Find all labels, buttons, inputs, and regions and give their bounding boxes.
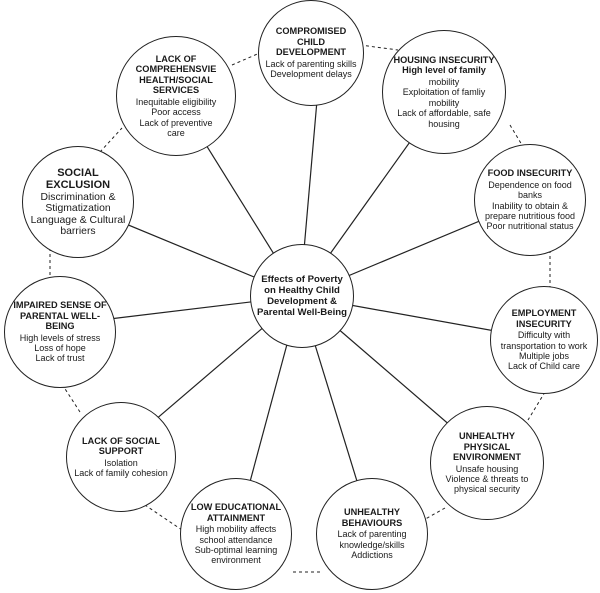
node-housing-title: HOUSING INSECURITY High level of family — [393, 54, 495, 76]
node-services-line: care — [167, 127, 185, 138]
node-exclusion-line: Discrimination & — [40, 191, 116, 203]
node-employment-line: Lack of Child care — [507, 361, 581, 372]
node-exclusion-line: Language & Cultural — [30, 214, 126, 226]
ring-environment-behaviours — [419, 507, 446, 523]
ring-support-parental — [57, 377, 81, 413]
node-food-line: banks — [517, 190, 543, 201]
node-education-line: High mobility affects — [195, 524, 277, 535]
node-environment-line: Violence & threats to — [445, 474, 529, 485]
node-food-line: Inability to obtain & — [491, 200, 569, 211]
ring-compromised-housing — [359, 44, 399, 51]
node-behaviours-line: knowledge/skills — [339, 539, 405, 550]
node-employment-title: EMPLOYMENT INSECURITY — [511, 308, 577, 329]
node-housing-line: Exploitation of famliy — [402, 87, 486, 98]
ring-exclusion-services — [99, 127, 123, 153]
node-food: FOOD INSECURITY Dependence on food banks… — [474, 144, 586, 256]
node-behaviours-line: Lack of parenting — [337, 529, 407, 540]
node-parental-line: Loss of hope — [34, 343, 86, 354]
node-compromised-line: Lack of parenting skills — [265, 58, 357, 69]
node-food-line: Dependence on food — [488, 179, 572, 190]
node-environment-title: UNHEALTHY PHYSICAL ENVIRONMENT — [453, 431, 521, 463]
node-employment-line: transportation to work — [500, 340, 588, 351]
node-education-line: Sub-optimal learning — [194, 545, 278, 555]
node-food-title: FOOD INSECURITY — [487, 168, 573, 179]
node-behaviours-line: Addictions — [351, 550, 393, 561]
node-support-line: Isolation — [104, 457, 138, 468]
node-services-line: Lack of preventive — [139, 117, 213, 128]
node-compromised-title: COMPROMISED CHILD DEVELOPMENT — [275, 26, 347, 58]
node-exclusion-line: barriers — [60, 226, 96, 237]
node-housing-line: mobility — [428, 97, 460, 108]
node-employment-line: Difficulty with — [517, 330, 571, 341]
node-parental-title: IMPAIRED SENSE OF PARENTAL WELL-BEING — [13, 300, 107, 332]
node-services: LACK OF COMPREHENSVIE HEALTH/SOCIAL SERV… — [116, 36, 236, 156]
node-exclusion-title: SOCIAL EXCLUSION — [45, 166, 111, 191]
node-education-title: LOW EDUCATIONAL ATTAINMENT — [190, 502, 282, 523]
node-environment-line: Unsafe housing — [455, 463, 519, 474]
node-compromised-line: Development delays — [270, 69, 352, 80]
node-center: Effects of Poverty on Healthy Child Deve… — [250, 244, 354, 348]
node-services-title: LACK OF COMPREHENSVIE HEALTH/SOCIAL SERV… — [135, 53, 217, 96]
node-food-line: Poor nutritional status — [486, 221, 574, 232]
node-parental: IMPAIRED SENSE OF PARENTAL WELL-BEING Hi… — [4, 276, 116, 388]
node-education-line: school attendance — [199, 534, 273, 545]
node-parental-line: High levels of stress — [19, 332, 101, 343]
node-environment-line: physical security — [453, 484, 520, 495]
node-employment-line: Multiple jobs — [518, 351, 569, 361]
node-behaviours: UNHEALTHY BEHAVIOURS Lack of parenting k… — [316, 478, 428, 590]
node-compromised: COMPROMISED CHILD DEVELOPMENT Lack of pa… — [258, 0, 364, 106]
node-services-line: Poor access — [151, 107, 201, 118]
node-education: LOW EDUCATIONAL ATTAINMENT High mobility… — [180, 478, 292, 590]
node-housing: HOUSING INSECURITY High level of family … — [382, 30, 506, 154]
ring-employment-environment — [527, 391, 546, 421]
node-exclusion: SOCIAL EXCLUSION Discrimination & Stigma… — [22, 146, 134, 258]
node-exclusion-line: Stigmatization — [45, 203, 111, 214]
node-center-title: Effects of Poverty on Healthy Child Deve… — [257, 274, 347, 318]
node-behaviours-title: UNHEALTHY BEHAVIOURS — [341, 507, 403, 528]
node-environment: UNHEALTHY PHYSICAL ENVIRONMENT Unsafe ho… — [430, 406, 544, 520]
node-employment: EMPLOYMENT INSECURITY Difficulty with tr… — [490, 286, 598, 394]
node-food-line: prepare nutritious food — [484, 210, 576, 221]
node-support: LACK OF SOCIAL SUPPORT Isolation Lack of… — [66, 402, 176, 512]
node-parental-line: Lack of trust — [35, 353, 85, 364]
node-support-line: Lack of family cohesion — [74, 468, 168, 478]
node-support-title: LACK OF SOCIAL SUPPORT — [81, 435, 161, 457]
node-services-line: Inequitable eligibility — [135, 96, 217, 107]
node-education-line: environment — [211, 555, 261, 566]
ring-education-support — [144, 504, 183, 531]
node-housing-line: Lack of affordable, safe — [397, 108, 491, 119]
node-housing-line: housing — [428, 118, 460, 129]
node-housing-line: mobility — [428, 76, 460, 87]
